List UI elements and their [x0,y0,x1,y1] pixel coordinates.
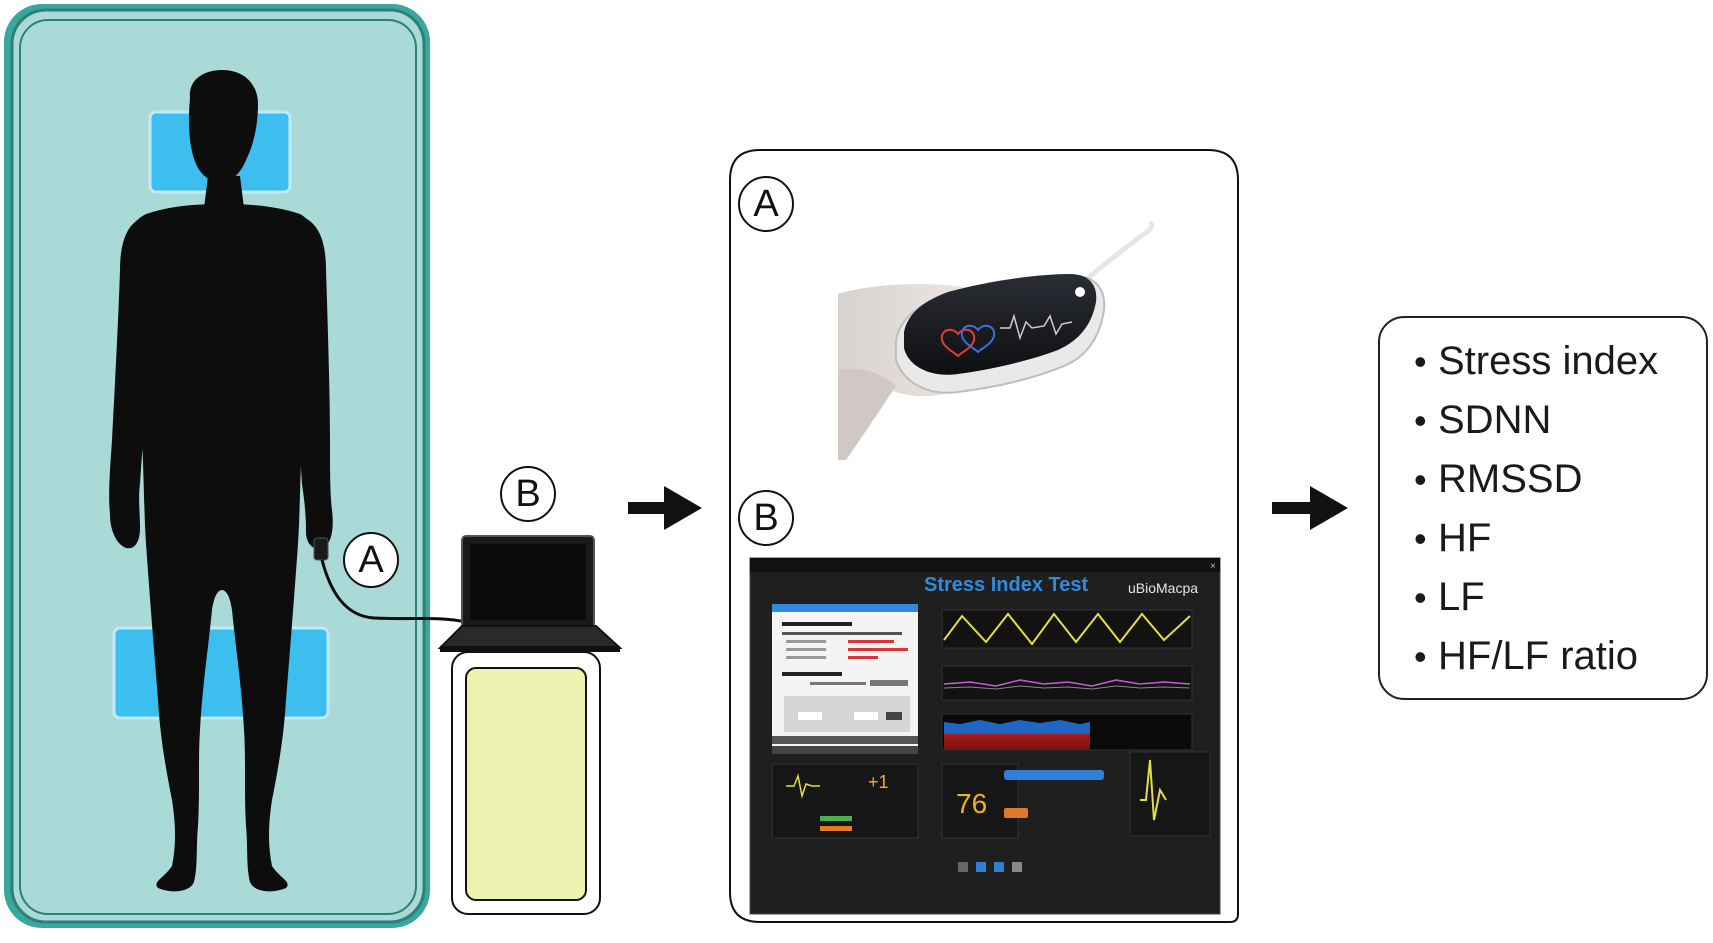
label-laptop-b: B [500,466,556,522]
heart-rate-value: 76 [956,788,988,819]
outcome-item: SDNN [1414,391,1706,450]
laptop-stand [451,651,601,915]
outcome-measures-box: Stress index SDNN RMSSD HF LF HF/LF rati… [1378,316,1708,700]
pulse-oximeter-photo [838,220,1155,460]
close-icon: × [1210,561,1216,572]
arrow-right-icon [1272,486,1348,530]
outcome-item: Stress index [1414,332,1706,391]
outcome-item: RMSSD [1414,450,1706,509]
outcome-item: HF [1414,509,1706,568]
laptop-icon [437,535,623,652]
diff-value: +1 [868,772,889,792]
finger-sensor [313,537,329,561]
software-brand: uBioMacpa [1128,580,1199,596]
outcome-item: HF/LF ratio [1414,627,1706,686]
software-window: × [749,557,1221,915]
lower-pad [112,626,330,720]
outcome-item: LF [1414,568,1706,627]
label-panel-a: A [738,176,794,232]
arrow-right-icon [628,486,702,530]
label-sensor-a: A [343,532,399,588]
label-panel-b: B [738,490,794,546]
sensor-cable [320,559,467,624]
software-title: Stress Index Test [924,574,1089,596]
person-silhouette [109,70,333,892]
